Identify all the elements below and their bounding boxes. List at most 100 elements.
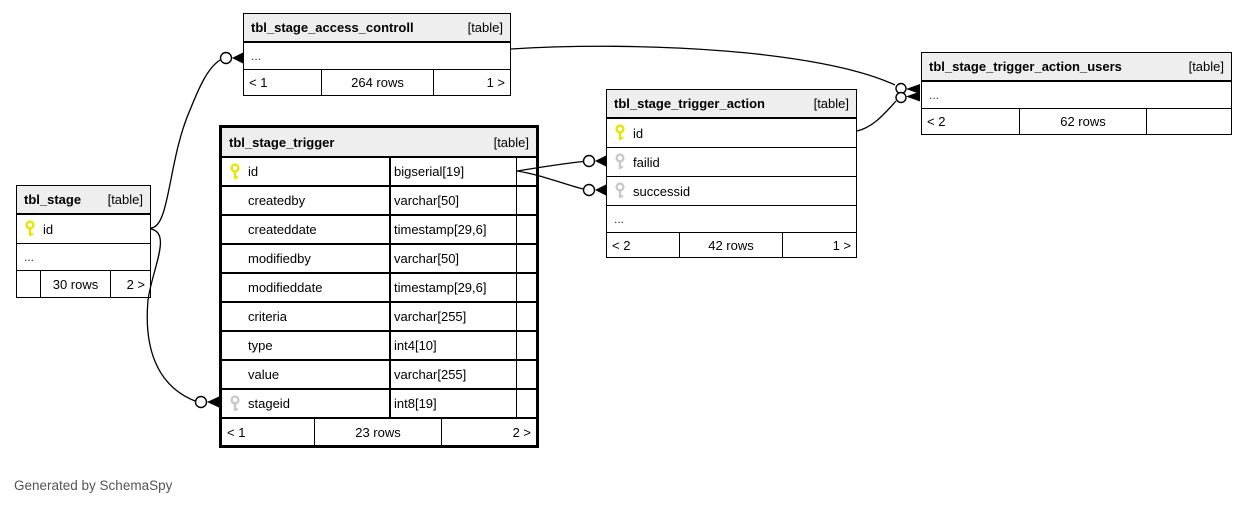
column-row: modifieddate timestamp[29,6] <box>222 274 536 303</box>
collapsed-columns-row: ... <box>607 206 856 233</box>
primary-key-icon <box>607 124 633 142</box>
edge-endpoint-circle <box>895 82 907 95</box>
pager-row-count: 42 rows <box>680 233 783 257</box>
table-tbl-stage-trigger[interactable]: tbl_stage_trigger [table] id bigserial[1… <box>219 125 539 448</box>
column-name: criteria <box>248 309 288 324</box>
column-row: id bigserial[19] <box>222 158 536 187</box>
primary-key-icon <box>17 220 43 238</box>
edge-access-controll-to-users <box>510 45 896 86</box>
foreign-key-icon <box>607 182 633 200</box>
column-name: id <box>248 164 259 179</box>
generated-by-note: Generated by SchemaSpy <box>14 478 173 493</box>
table-tbl-stage-trigger-action-users[interactable]: tbl_stage_trigger_action_users [table] .… <box>921 52 1232 135</box>
edge-stage-to-trigger-stageid <box>146 228 196 402</box>
column-row: failid <box>607 148 856 177</box>
table-tbl-stage[interactable]: tbl_stage [table] id ... 30 rows 2 > <box>16 185 151 298</box>
table-tbl-stage-access-controll[interactable]: tbl_stage_access_controll [table] ... < … <box>243 13 511 96</box>
column-row: modifiedby varchar[50] <box>222 245 536 274</box>
pager-prev <box>17 271 41 297</box>
pager-next: 1 > <box>832 237 851 253</box>
edge-arrowhead <box>906 91 920 102</box>
foreign-key-icon <box>222 394 248 413</box>
table-pager: < 1 23 rows 2 > <box>222 419 536 445</box>
table-header: tbl_stage_trigger_action_users [table] <box>922 53 1231 82</box>
edge-endpoint-circle <box>895 91 907 104</box>
column-name: stageid <box>248 396 290 411</box>
table-type-label: [table] <box>813 96 849 111</box>
table-pager: < 1 264 rows 1 > <box>244 70 510 95</box>
column-type: bigserial[19] <box>391 158 517 185</box>
column-name: failid <box>633 154 660 170</box>
table-title: tbl_stage_trigger <box>229 134 335 150</box>
table-type-label: [table] <box>1188 59 1224 74</box>
pager-row-count: 23 rows <box>315 419 442 445</box>
table-title: tbl_stage <box>24 192 82 207</box>
column-type: varchar[255] <box>391 361 517 388</box>
column-name: createdby <box>248 193 306 208</box>
column-name: successid <box>633 183 691 199</box>
column-row: type int4[10] <box>222 332 536 361</box>
column-row: id <box>607 119 856 148</box>
column-name: createddate <box>248 222 317 237</box>
collapsed-columns-row: ... <box>244 43 510 70</box>
table-header: tbl_stage_trigger_action [table] <box>607 90 856 119</box>
table-tbl-stage-trigger-action[interactable]: tbl_stage_trigger_action [table] id fail… <box>606 89 857 258</box>
table-pager: 30 rows 2 > <box>17 271 150 297</box>
pager-row-count: 62 rows <box>1020 109 1147 134</box>
pager-next <box>1147 109 1231 134</box>
column-row: stageid int8[19] <box>222 390 536 419</box>
edge-action-id-to-users <box>856 100 897 132</box>
collapsed-columns-row: ... <box>922 82 1231 109</box>
table-pager: < 2 42 rows 1 > <box>607 233 856 257</box>
pager-next: 2 > <box>126 276 145 292</box>
edge-arrowhead <box>595 184 606 196</box>
column-name: modifieddate <box>248 280 323 295</box>
pager-prev: < 2 <box>922 109 1020 134</box>
edge-endpoint-circle <box>219 51 233 65</box>
column-row: createddate timestamp[29,6] <box>222 216 536 245</box>
table-header: tbl_stage_trigger [table] <box>222 128 536 158</box>
table-type-label: [table] <box>107 192 143 207</box>
column-type: timestamp[29,6] <box>391 216 517 243</box>
column-name: id <box>633 125 644 141</box>
column-name: value <box>248 367 280 382</box>
edge-arrowhead <box>207 396 219 408</box>
column-row: id <box>17 215 150 244</box>
edge-arrowhead <box>232 52 243 64</box>
table-type-label: [table] <box>493 134 529 150</box>
edge-endpoint-circle <box>194 395 208 409</box>
table-header: tbl_stage_access_controll [table] <box>244 14 510 43</box>
column-row: criteria varchar[255] <box>222 303 536 332</box>
pager-next: 1 > <box>486 75 505 90</box>
edge-arrowhead <box>906 84 920 94</box>
column-type: timestamp[29,6] <box>391 274 517 301</box>
edge-arrowhead <box>595 155 606 167</box>
pager-row-count: 264 rows <box>322 70 434 95</box>
column-name: type <box>248 338 273 353</box>
column-type: varchar[50] <box>391 245 517 272</box>
table-title: tbl_stage_trigger_action <box>614 96 765 111</box>
collapsed-columns-row: ... <box>17 244 150 271</box>
pager-next: 2 > <box>512 424 531 440</box>
table-title: tbl_stage_access_controll <box>251 20 414 35</box>
pager-prev: < 1 <box>244 70 322 95</box>
primary-key-icon <box>222 162 248 181</box>
edge-endpoint-circle <box>582 154 596 168</box>
column-row: successid <box>607 177 856 206</box>
column-name: modifiedby <box>248 251 311 266</box>
pager-prev: < 1 <box>222 419 315 445</box>
table-type-label: [table] <box>467 20 503 35</box>
foreign-key-icon <box>607 153 633 171</box>
table-pager: < 2 62 rows <box>922 109 1231 134</box>
column-type: int8[19] <box>391 390 517 417</box>
edge-endpoint-circle <box>582 183 596 197</box>
column-name: id <box>43 221 54 237</box>
table-header: tbl_stage [table] <box>17 186 150 215</box>
table-title: tbl_stage_trigger_action_users <box>929 59 1122 74</box>
column-row: createdby varchar[50] <box>222 187 536 216</box>
column-type: varchar[50] <box>391 187 517 214</box>
column-type: int4[10] <box>391 332 517 359</box>
column-row: value varchar[255] <box>222 361 536 390</box>
column-type: varchar[255] <box>391 303 517 330</box>
